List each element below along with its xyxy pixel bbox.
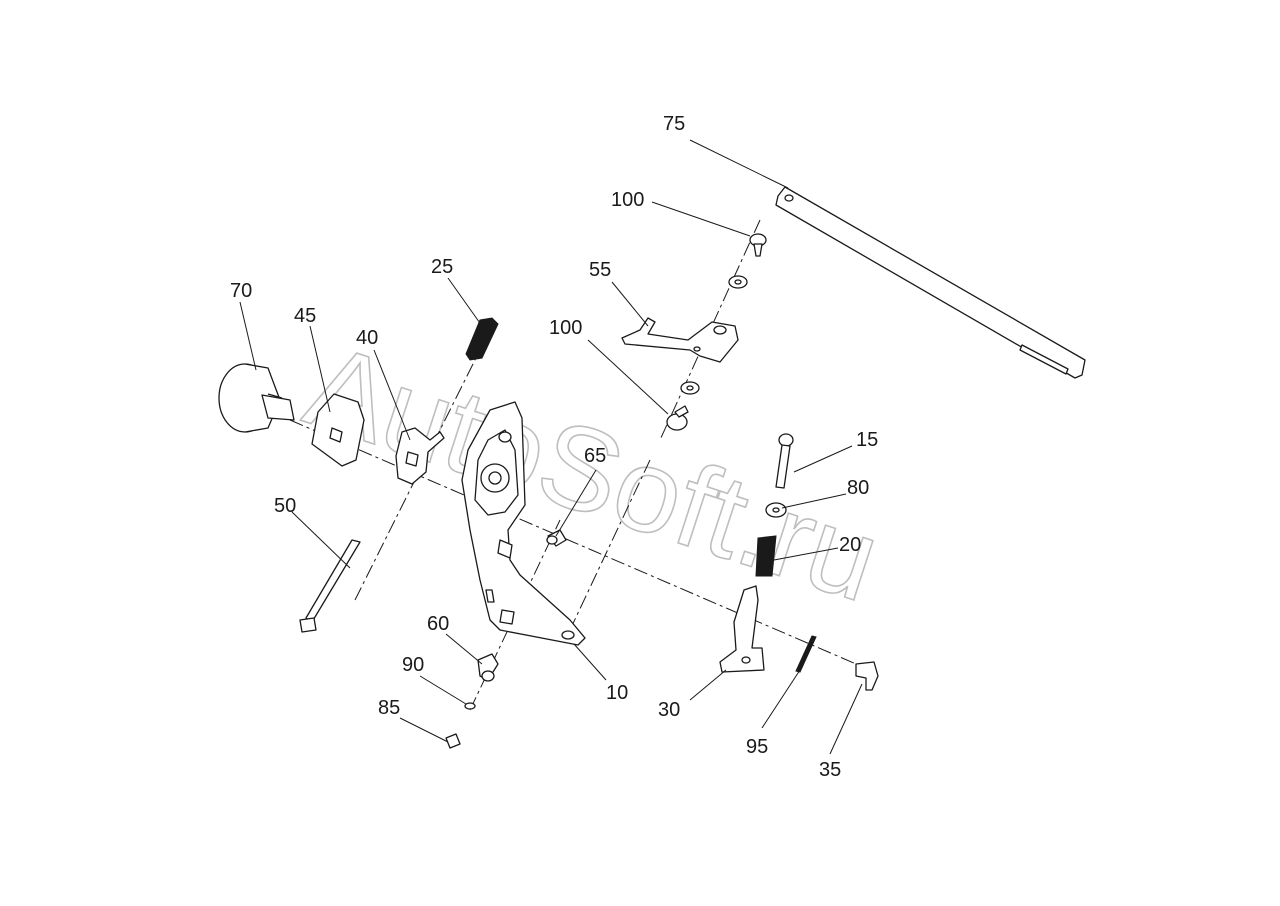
part-95-ring <box>795 635 817 673</box>
part-15-bolt <box>775 433 794 489</box>
part-30-lever <box>719 585 765 673</box>
part-85-nut <box>445 733 461 749</box>
part-55-bracket <box>621 317 739 363</box>
callouts: 75 100 55 100 25 70 45 40 65 15 80 20 50… <box>230 113 878 781</box>
callout-30: 30 <box>658 699 680 721</box>
callout-85: 85 <box>378 697 400 719</box>
callout-90: 90 <box>402 654 424 676</box>
part-20-spring <box>755 535 777 577</box>
part-35-pin <box>855 661 879 691</box>
callout-15: 15 <box>856 429 878 451</box>
part-100-bolt-lower <box>666 405 689 431</box>
callout-60: 60 <box>427 613 449 635</box>
part-70-knob <box>218 363 295 433</box>
part-25-knurled-sleeve <box>465 317 499 361</box>
callout-35: 35 <box>819 759 841 781</box>
callout-70: 70 <box>230 280 252 302</box>
callout-40: 40 <box>356 327 378 349</box>
part-40-lock-plate <box>395 427 445 485</box>
callout-75: 75 <box>663 113 685 135</box>
part-45-insert <box>311 393 365 467</box>
part-90-washer <box>464 702 476 710</box>
callout-25: 25 <box>431 256 453 278</box>
part-75-lever-arm <box>775 186 1086 379</box>
callout-45: 45 <box>294 305 316 327</box>
callout-55: 55 <box>589 259 611 281</box>
leader-lines <box>239 139 863 755</box>
part-60-pivot-pin <box>477 653 499 682</box>
callout-100-lower: 100 <box>549 317 582 339</box>
callout-50: 50 <box>274 495 296 517</box>
callout-80: 80 <box>847 477 869 499</box>
callout-65: 65 <box>584 445 606 467</box>
part-100-bolt-upper <box>749 233 767 257</box>
part-10-main-plate <box>461 401 586 646</box>
part-65-screw <box>546 529 567 547</box>
callout-10: 10 <box>606 682 628 704</box>
callout-95: 95 <box>746 736 768 758</box>
part-50-long-bolt <box>299 539 361 633</box>
callout-100-upper: 100 <box>611 189 644 211</box>
callout-20: 20 <box>839 534 861 556</box>
